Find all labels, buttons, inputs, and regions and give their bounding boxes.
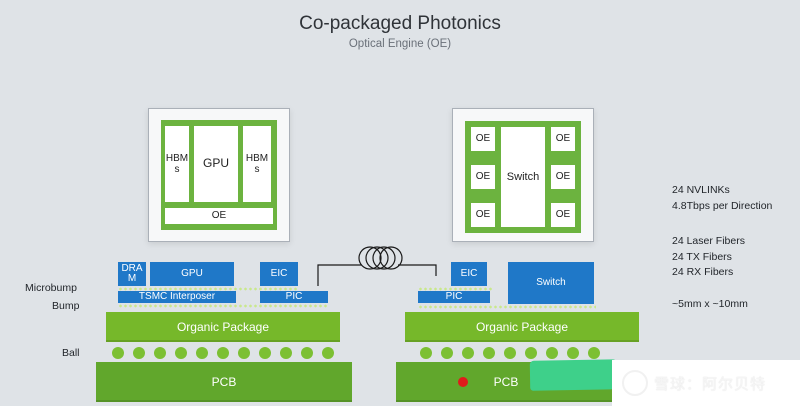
switch-oe-3: OE xyxy=(471,203,495,227)
left-ball-row xyxy=(112,347,342,359)
switch-package-top-view: OE OE OE Switch OE OE OE xyxy=(452,108,594,242)
right-pic: PIC xyxy=(418,291,490,303)
switch-die: Switch xyxy=(501,127,545,227)
label-bump: Bump xyxy=(52,300,80,312)
right-microbumps xyxy=(418,287,492,291)
green-highlight-mark xyxy=(529,359,623,391)
fiber-left-path xyxy=(317,264,362,286)
spec-bandwidth: 4.8Tbps per Direction xyxy=(672,199,773,212)
right-ball-row xyxy=(420,347,650,359)
spec-nvlinks: 24 NVLINKs xyxy=(672,184,730,196)
watermark-text: 雪球：阿尔贝特 xyxy=(654,375,767,393)
gpu-oe: OE xyxy=(165,208,273,224)
left-eic: EIC xyxy=(260,262,298,286)
red-dot-marker xyxy=(458,377,468,387)
right-organic-package: Organic Package xyxy=(405,312,639,342)
hbm-right: HBM s xyxy=(243,126,271,202)
spec-size: ~5mm x ~10mm xyxy=(672,298,748,310)
left-gpu: GPU xyxy=(150,262,234,286)
gpu-package-top-view: HBM s GPU HBM s OE xyxy=(148,108,290,242)
spec-list-2: 24 Laser Fibers 24 TX Fibers 24 RX Fiber… xyxy=(672,234,745,281)
label-microbump: Microbump xyxy=(25,282,77,294)
left-bumps xyxy=(118,304,328,308)
right-switch: Switch xyxy=(508,262,594,304)
spec-laser-fibers: 24 Laser Fibers xyxy=(672,235,745,247)
label-ball: Ball xyxy=(62,347,80,359)
left-microbumps xyxy=(118,287,298,291)
switch-oe-6: OE xyxy=(551,203,575,227)
watermark-overlay: 雪球：阿尔贝特 xyxy=(612,360,800,406)
left-organic-package: Organic Package xyxy=(106,312,340,342)
left-pcb: PCB xyxy=(96,362,352,402)
diagram-subtitle: Optical Engine (OE) xyxy=(348,38,452,50)
switch-oe-2: OE xyxy=(471,165,495,189)
switch-oe-4: OE xyxy=(551,127,575,151)
switch-oe-1: OE xyxy=(471,127,495,151)
hbm-left: HBM s xyxy=(165,126,189,202)
spec-list-1: 24 NVLINKs 4.8Tbps per Direction xyxy=(672,183,772,214)
fiber-right-path xyxy=(398,264,437,276)
switch-oe-5: OE xyxy=(551,165,575,189)
snowball-logo-icon xyxy=(622,370,648,396)
left-pic: PIC xyxy=(260,291,328,303)
gpu-die: GPU xyxy=(194,126,238,202)
spec-rx-fibers: 24 RX Fibers xyxy=(672,266,734,278)
right-bumps xyxy=(418,305,596,309)
diagram-title: Co-packaged Photonics xyxy=(299,13,501,34)
left-interposer: TSMC Interposer xyxy=(118,291,236,303)
right-eic: EIC xyxy=(451,262,487,286)
switch-die-assembly: OE OE OE Switch OE OE OE xyxy=(465,121,581,233)
gpu-die-assembly: HBM s GPU HBM s OE xyxy=(161,120,277,230)
spec-tx-fibers: 24 TX Fibers xyxy=(672,250,732,263)
left-dram: DRA M xyxy=(118,262,146,286)
